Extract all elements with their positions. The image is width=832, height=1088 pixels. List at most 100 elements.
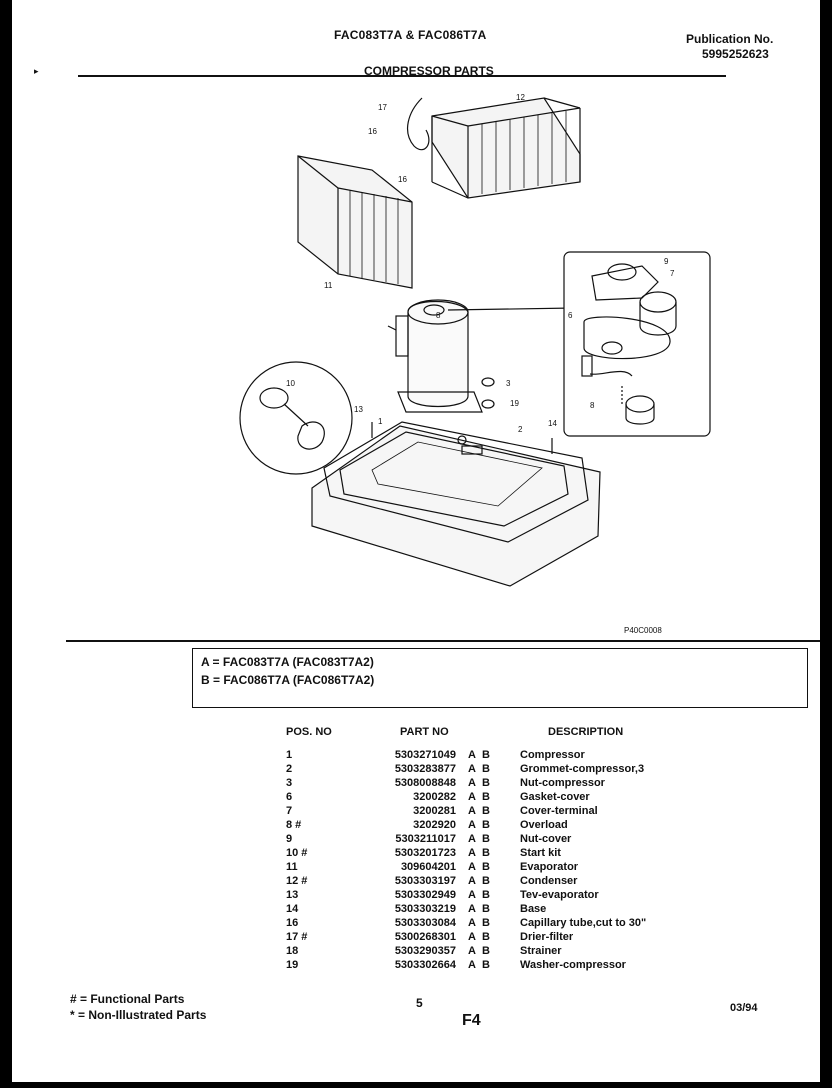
pos-cell: 1 [286, 749, 293, 761]
model-b-cell: B [482, 763, 490, 775]
model-a-cell: A [468, 931, 476, 943]
exploded-parts-diagram: 17 16 12 16 11 1 2 3 19 13 14 10 9 7 6 8… [239, 93, 711, 587]
pos-cell: 17 # [286, 931, 308, 943]
parts-catalog-page: ▸ FAC083T7A & FAC086T7A Publication No. … [12, 0, 820, 1082]
callout-8: 8 [590, 401, 595, 410]
pos-cell: 12 # [286, 875, 308, 887]
publication-number: 5995252623 [702, 47, 769, 61]
part-cell: 309604201 [400, 861, 456, 873]
model-b-line: B = FAC086T7A (FAC086T7A2) [201, 673, 375, 687]
model-a-cell: A [468, 763, 476, 775]
callout-10: 10 [286, 379, 295, 388]
part-cell: 5303211017 [395, 833, 456, 845]
desc-cell: Evaporator [520, 861, 579, 873]
model-b-cell: B [482, 931, 490, 943]
pos-cell: 14 [286, 903, 299, 915]
callout-16b: 16 [398, 175, 407, 184]
desc-cell: Compressor [520, 749, 585, 761]
model-a-line: A = FAC083T7A (FAC083T7A2) [201, 655, 374, 669]
desc-cell: Washer-compressor [520, 959, 626, 971]
model-b-cell: B [482, 889, 490, 901]
condenser-coil [431, 97, 581, 199]
part-cell: 5303290357 [394, 945, 456, 957]
models-title: FAC083T7A & FAC086T7A [334, 28, 487, 42]
model-b-cell: B [482, 749, 490, 761]
desc-cell: Drier-filter [520, 931, 574, 943]
model-a-cell: A [468, 959, 476, 971]
publication-label: Publication No. [686, 32, 774, 46]
part-cell: 5303303219 [394, 903, 456, 915]
callout-9: 9 [664, 257, 669, 266]
desc-cell: Strainer [520, 945, 562, 957]
model-b-cell: B [482, 833, 490, 845]
pos-cell: 6 [286, 791, 293, 803]
desc-cell: Capillary tube,cut to 30" [520, 917, 647, 929]
desc-cell: Condenser [520, 875, 578, 887]
margin-mark: ▸ [34, 66, 39, 76]
model-b-cell: B [482, 903, 490, 915]
part-cell: 3200281 [413, 805, 456, 817]
callout-11: 11 [324, 281, 333, 290]
header-pos-no: POS. NO [286, 726, 332, 738]
header-rule [78, 75, 726, 77]
model-a-cell: A [468, 819, 476, 831]
evaporator-coil [297, 155, 413, 289]
part-cell: 5300268301 [394, 931, 456, 943]
model-b-cell: B [482, 959, 490, 971]
desc-cell: Tev-evaporator [520, 889, 599, 901]
part-cell: 3202920 [413, 819, 456, 831]
callout-16: 16 [368, 127, 377, 136]
model-b-cell: B [482, 847, 490, 859]
model-a-cell: A [468, 945, 476, 957]
pos-cell: 2 [286, 763, 293, 775]
part-cell: 5303201723 [394, 847, 456, 859]
pos-cell: 8 # [286, 819, 302, 831]
desc-cell: Nut-cover [520, 833, 572, 845]
model-a-cell: A [468, 875, 476, 887]
desc-cell: Cover-terminal [520, 805, 598, 817]
model-a-cell: A [468, 861, 476, 873]
part-cell: 5303303197 [394, 875, 456, 887]
desc-cell: Nut-compressor [520, 777, 605, 789]
pos-cell: 18 [286, 945, 299, 957]
desc-cell: Grommet-compressor,3 [520, 763, 645, 775]
part-cell: 5303302664 [394, 959, 456, 971]
section-title: COMPRESSOR PARTS [364, 64, 494, 78]
section-code: F4 [462, 1012, 481, 1029]
callout-1: 1 [378, 417, 383, 426]
model-b-cell: B [482, 805, 490, 817]
callout-8b: 8 [436, 311, 441, 320]
model-b-cell: B [482, 791, 490, 803]
callout-6: 6 [568, 311, 573, 320]
model-a-cell: A [468, 833, 476, 845]
model-b-cell: B [482, 917, 490, 929]
pos-cell: 10 # [286, 847, 308, 859]
callout-14: 14 [548, 419, 557, 428]
part-cell: 5303303084 [394, 917, 456, 929]
callout-19: 19 [510, 399, 519, 408]
start-kit-detail [239, 361, 353, 475]
callout-13: 13 [354, 405, 363, 414]
callout-17: 17 [378, 103, 387, 112]
model-b-cell: B [482, 945, 490, 957]
callout-2: 2 [518, 425, 523, 434]
non-illustrated-legend: * = Non-Illustrated Parts [70, 1008, 207, 1022]
model-a-cell: A [468, 847, 476, 859]
terminal-inset [563, 251, 711, 437]
pos-cell: 19 [286, 959, 299, 971]
pos-cell: 9 [286, 833, 293, 845]
part-cell: 5303302949 [394, 889, 456, 901]
model-a-cell: A [468, 791, 476, 803]
